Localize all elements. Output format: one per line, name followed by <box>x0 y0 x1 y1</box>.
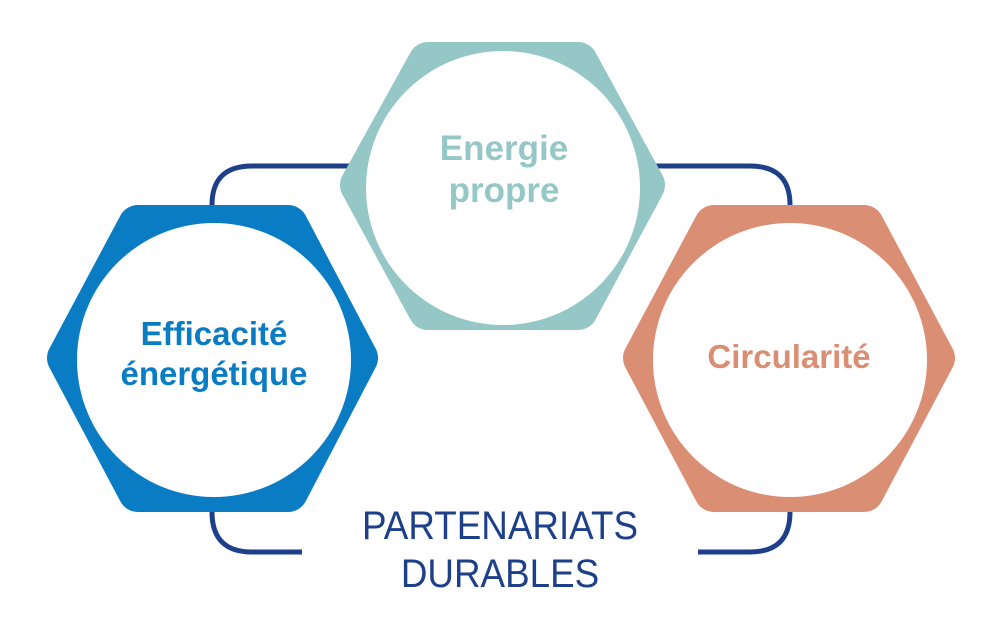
hexagon-circularite <box>623 205 955 512</box>
connector-bottom-right <box>698 508 793 555</box>
title-line: DURABLES <box>400 552 600 596</box>
connector-bottom-left <box>209 508 302 555</box>
node-label-line: Circularité <box>707 338 871 375</box>
connector-top-left <box>209 163 350 208</box>
node-label-line: énergétique <box>120 354 308 392</box>
node-label-line: Efficacité <box>140 315 288 352</box>
node-label-efficacite-energetique: Efficacité énergétique <box>80 314 348 393</box>
hexagon-energie <box>340 42 665 330</box>
connector-top-right <box>650 163 793 208</box>
diagram-title: PARTENARIATS DURABLES <box>316 502 684 598</box>
node-label-line: propre <box>448 171 560 210</box>
node-label-circularite: Circularité <box>655 337 923 377</box>
title-line: PARTENARIATS <box>361 504 639 548</box>
node-label-line: Energie <box>439 129 569 168</box>
hexagon-efficacite <box>47 205 378 512</box>
node-label-energie-propre: Energie propre <box>370 128 638 212</box>
